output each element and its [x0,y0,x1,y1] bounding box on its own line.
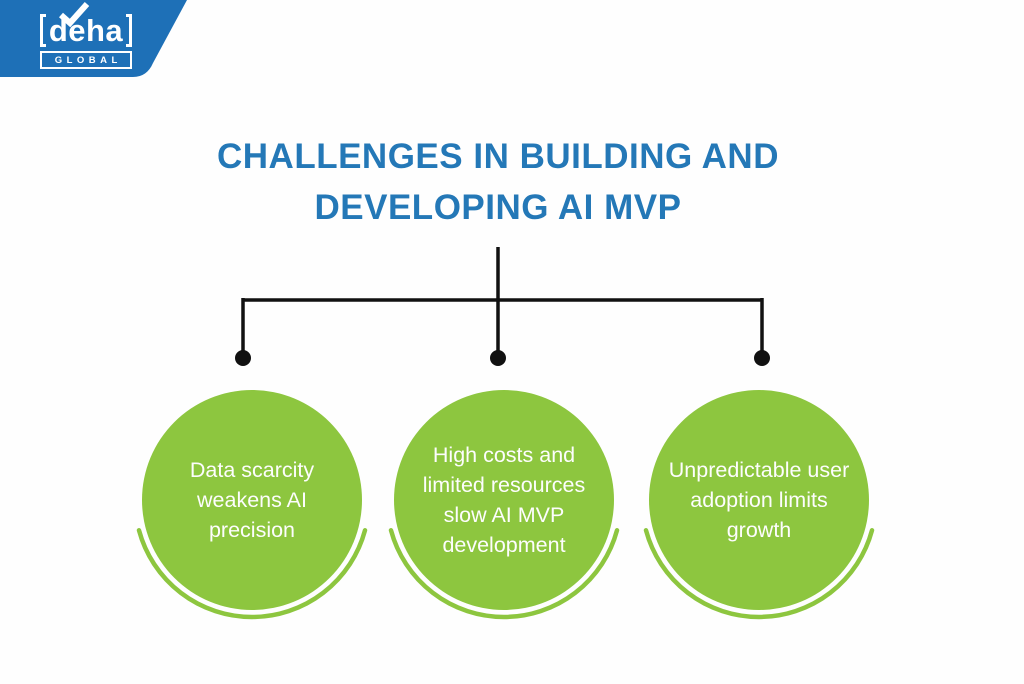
challenge-node-high-costs: High costs and limited resources slow AI… [384,380,624,628]
challenge-text: Data scarcity weakens AI precision [142,390,362,610]
circle-disc [649,390,869,610]
challenge-line: slow AI MVP [443,503,565,527]
challenge-line: High costs and [432,443,576,467]
logo-background-shape [0,0,187,77]
challenge-circle [388,390,620,620]
challenge-circle [136,390,368,620]
bracket-right-decoration [126,13,132,47]
challenge-line: Data scarcity [189,458,315,482]
challenge-line: limited resources [422,473,586,497]
challenge-line: development [442,533,566,557]
challenge-node-data-scarcity: Data scarcity weakens AI precision [132,380,372,628]
logo-parallelogram [0,0,187,77]
challenge-line: weakens AI [197,488,307,512]
page-title: CHALLENGES IN BUILDING AND DEVELOPING AI… [0,131,996,233]
challenge-line: growth [726,518,792,542]
page-title-line1: CHALLENGES IN BUILDING AND [217,137,779,176]
challenge-text: High costs and limited resources slow AI… [394,390,614,610]
logo-content: deha GLOBAL [40,1,132,69]
connector-dot-left [235,350,251,366]
circle-bottom-arc [643,528,875,620]
challenge-line: adoption limits [690,488,828,512]
challenge-line: precision [208,518,296,542]
page-title-line2: DEVELOPING AI MVP [314,188,682,227]
circle-bottom-arc [388,528,620,620]
logo-subtitle: GLOBAL [40,51,132,69]
bracket-left-decoration [40,13,46,47]
challenge-text: Unpredictable user adoption limits growt… [649,390,869,610]
challenge-circle [643,390,875,620]
logo-wordmark: deha [40,1,132,48]
check-icon [59,1,90,28]
circle-bottom-arc [136,528,368,620]
connector-dot-right [754,350,770,366]
connector-dot-center [490,350,506,366]
brand-logo: deha GLOBAL [0,0,192,80]
circle-disc [142,390,362,610]
challenge-line: Unpredictable user [668,458,850,482]
circle-disc [394,390,614,610]
challenge-node-user-adoption: Unpredictable user adoption limits growt… [639,380,879,628]
